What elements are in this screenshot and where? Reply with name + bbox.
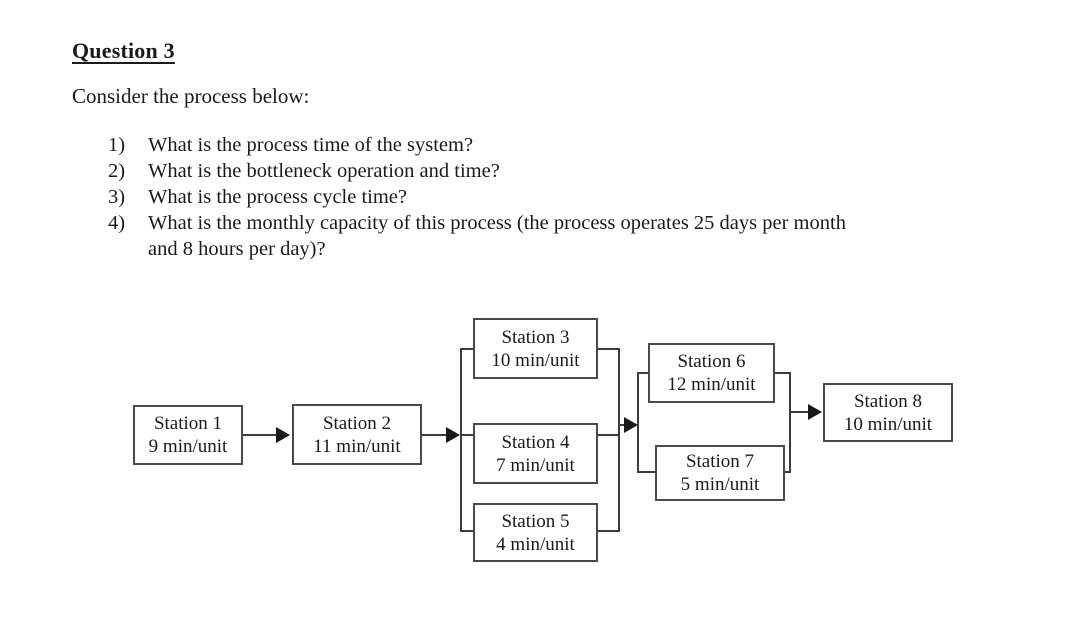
list-item: 3) What is the process cycle time? bbox=[108, 184, 1038, 210]
list-item-text-line2: and 8 hours per day)? bbox=[148, 238, 326, 260]
arrowhead-s2-group345 bbox=[446, 427, 460, 443]
node-label: Station 4 bbox=[501, 431, 570, 453]
node-time: 10 min/unit bbox=[843, 413, 933, 435]
node-time: 5 min/unit bbox=[680, 474, 760, 495]
stub-right-station-6 bbox=[775, 372, 791, 374]
list-item: 4) What is the monthly capacity of this … bbox=[108, 210, 1038, 262]
intro-text: Consider the process below: bbox=[72, 84, 310, 108]
arrowhead-s1-s2 bbox=[276, 427, 290, 443]
node-label: Station 6 bbox=[677, 351, 746, 372]
stub-left-station-6 bbox=[637, 372, 649, 374]
node-station-2: Station 2 11 min/unit bbox=[292, 404, 422, 465]
node-station-5: Station 5 4 min/unit bbox=[473, 503, 598, 562]
node-label: Station 1 bbox=[153, 413, 223, 434]
list-item-number: 4) bbox=[108, 212, 126, 234]
question-list: 1) What is the process time of the syste… bbox=[108, 132, 1038, 262]
arrowhead-group345-group67 bbox=[624, 417, 638, 433]
stub-left-station-4 bbox=[460, 434, 474, 436]
node-time: 7 min/unit bbox=[496, 454, 575, 476]
list-item-text: What is the process time of the system? bbox=[148, 134, 474, 156]
connector-s2-group345 bbox=[422, 434, 450, 436]
node-label: Station 8 bbox=[853, 390, 923, 412]
node-label: Station 2 bbox=[322, 412, 392, 434]
node-station-1: Station 1 9 min/unit bbox=[133, 405, 243, 465]
list-item-number: 1) bbox=[108, 134, 126, 156]
stub-right-station-7 bbox=[785, 471, 791, 473]
stub-right-station-3 bbox=[598, 348, 620, 350]
stub-right-station-5 bbox=[598, 530, 620, 532]
list-item: 2) What is the bottleneck operation and … bbox=[108, 158, 1038, 184]
connector-s1-s2 bbox=[243, 434, 278, 436]
connector-group67-s8 bbox=[789, 411, 811, 413]
node-time: 11 min/unit bbox=[313, 435, 401, 457]
node-time: 12 min/unit bbox=[667, 374, 756, 395]
bus-left-group345 bbox=[460, 348, 462, 532]
node-label: Station 5 bbox=[501, 510, 570, 532]
node-station-3: Station 3 10 min/unit bbox=[473, 318, 598, 379]
node-time: 9 min/unit bbox=[148, 436, 228, 457]
node-station-8: Station 8 10 min/unit bbox=[823, 383, 953, 442]
bus-right-group67 bbox=[789, 372, 791, 472]
stub-left-station-7 bbox=[637, 471, 656, 473]
node-station-6: Station 6 12 min/unit bbox=[648, 343, 775, 403]
arrowhead-group67-s8 bbox=[808, 404, 822, 420]
list-item-number: 2) bbox=[108, 160, 126, 182]
node-label: Station 3 bbox=[501, 326, 570, 348]
stub-left-station-3 bbox=[460, 348, 474, 350]
node-time: 10 min/unit bbox=[491, 349, 580, 371]
bus-left-group67 bbox=[637, 372, 639, 472]
list-item-text: What is the monthly capacity of this pro… bbox=[148, 210, 1038, 262]
node-label: Station 7 bbox=[685, 451, 755, 472]
node-station-7: Station 7 5 min/unit bbox=[655, 445, 785, 501]
node-station-4: Station 4 7 min/unit bbox=[473, 423, 598, 484]
list-item-number: 3) bbox=[108, 186, 126, 208]
bus-right-group345 bbox=[618, 348, 620, 532]
stub-left-station-5 bbox=[460, 530, 474, 532]
page-title: Question 3 bbox=[72, 38, 175, 63]
stub-right-station-4 bbox=[598, 434, 620, 436]
list-item: 1) What is the process time of the syste… bbox=[108, 132, 1038, 158]
list-item-text: What is the process cycle time? bbox=[148, 186, 407, 208]
list-item-text: What is the bottleneck operation and tim… bbox=[148, 160, 500, 182]
node-time: 4 min/unit bbox=[496, 533, 575, 555]
list-item-text-line1: What is the monthly capacity of this pro… bbox=[148, 212, 846, 234]
